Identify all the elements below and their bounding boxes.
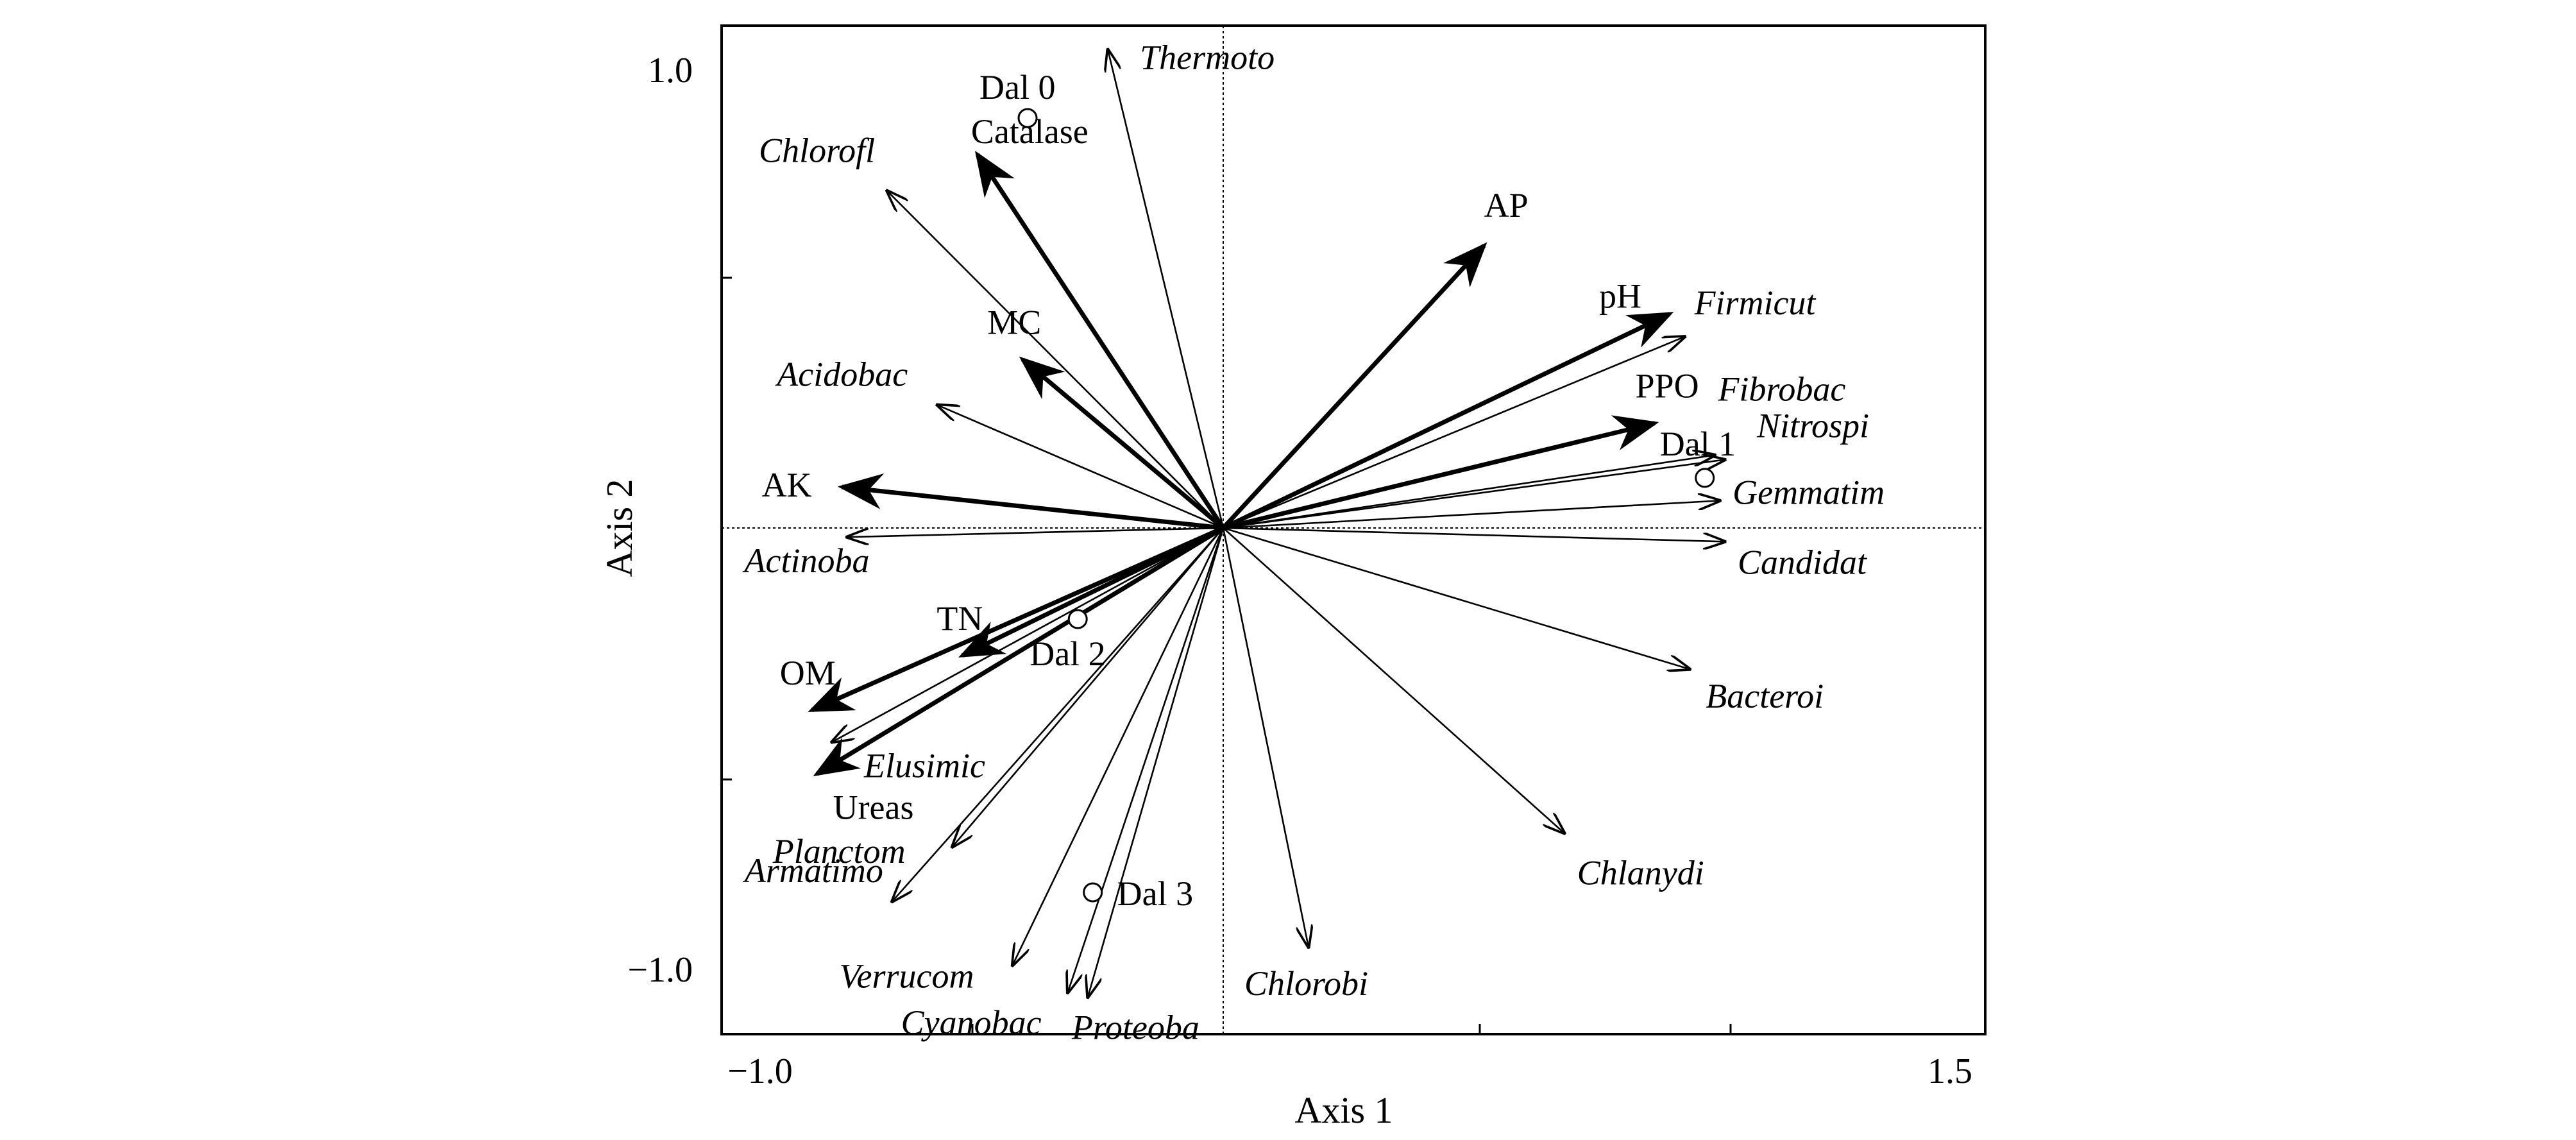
env-arrow-ppo	[1223, 415, 1659, 531]
sample-label-dal-2: Dal 2	[1030, 634, 1105, 673]
env-label-ppo: PPO	[1636, 367, 1699, 405]
species-arrow-fibrobac	[1223, 455, 1715, 529]
species-arrow-nitrospi	[1223, 460, 1725, 529]
env-arrow-mc	[1019, 356, 1225, 530]
env-arrow-om	[808, 525, 1224, 713]
species-label-planctom: Planctom	[772, 832, 906, 871]
species-label-candidat: Candidat	[1738, 543, 1868, 581]
species-arrow-verrucom	[1013, 527, 1224, 966]
species-label-acidobac: Acidobac	[775, 355, 908, 393]
species-arrow-firmicut	[1223, 337, 1684, 529]
env-arrow-ap	[1221, 242, 1487, 530]
species-label-fibrobac: Fibrobac	[1717, 370, 1845, 408]
env-label-ak: AK	[762, 466, 812, 504]
species-vectors: ThermotoChloroflAcidobacActinobaElusimic…	[743, 38, 1885, 1047]
sample-point-dal-3	[1083, 882, 1103, 903]
species-label-verrucom: Verrucom	[840, 957, 974, 996]
x-tick-label-left: −1.0	[727, 1051, 793, 1091]
species-arrow-chlorofl	[887, 191, 1224, 529]
species-label-chlorobi: Chlorobi	[1244, 964, 1368, 1003]
sample-point-dal-1	[1695, 468, 1715, 488]
species-label-elusimic: Elusimic	[863, 747, 985, 785]
samples: Dal 0 Dal 1 Dal 2 Dal 3	[979, 68, 1736, 913]
env-label-mc: MC	[987, 303, 1041, 341]
species-arrow-chlanydi	[1223, 527, 1564, 833]
species-arrow-candidat	[1223, 527, 1725, 541]
species-label-bacteroi: Bacteroi	[1706, 677, 1824, 715]
env-arrow-catalase	[974, 150, 1225, 529]
species-arrow-planctom	[953, 527, 1224, 847]
species-arrow-chlorobi	[1222, 527, 1309, 947]
species-arrow-thermoto	[1108, 50, 1224, 529]
env-label-ph: pH	[1599, 276, 1641, 315]
y-tick-label-bottom: −1.0	[627, 950, 693, 990]
sample-point-dal-2	[1067, 609, 1088, 629]
env-label-om: OM	[780, 654, 836, 692]
species-arrow-bacteroi	[1223, 527, 1690, 669]
species-label-actinoba: Actinoba	[743, 541, 870, 580]
species-label-cyanobac: Cyanobac	[901, 1003, 1042, 1042]
species-label-proteoba: Proteoba	[1071, 1008, 1199, 1046]
species-arrow-gemmatim	[1223, 500, 1720, 529]
env-arrow-ph	[1222, 312, 1674, 531]
plot-frame	[720, 24, 1987, 1035]
y-tick-label-top: 1.0	[648, 51, 693, 90]
sample-label-dal-3: Dal 3	[1117, 874, 1193, 913]
species-arrow-armatimo	[892, 527, 1224, 901]
species-arrow-elusimic	[832, 527, 1224, 742]
env-label-ureas: Ureas	[833, 788, 914, 826]
species-arrow-cyanobac	[1068, 527, 1224, 992]
sample-label-dal-0: Dal 0	[979, 68, 1055, 106]
sample-label-dal-1: Dal 1	[1660, 425, 1736, 463]
species-label-armatimo: Armatimo	[743, 851, 883, 890]
env-arrow-ak	[837, 473, 1224, 531]
species-label-nitrospi: Nitrospi	[1756, 407, 1869, 445]
species-arrow-actinoba	[847, 527, 1224, 537]
env-label-ap: AP	[1484, 186, 1529, 225]
species-label-firmicut: Firmicut	[1693, 284, 1817, 322]
env-arrow-ureas	[813, 526, 1224, 777]
env-label-tn: TN	[936, 599, 983, 638]
species-label-gemmatim: Gemmatim	[1733, 473, 1885, 511]
sample-point-dal-0	[1017, 108, 1038, 128]
species-label-chlanydi: Chlanydi	[1577, 854, 1704, 892]
species-arrow-proteoba	[1088, 527, 1224, 997]
x-axis-title: Axis 1	[1294, 1089, 1393, 1131]
y-axis-title: Axis 2	[598, 479, 640, 577]
species-label-chlorofl: Chlorofl	[759, 132, 875, 170]
species-arrow-acidobac	[937, 405, 1224, 529]
x-tick-label-right: 1.5	[1928, 1051, 1972, 1091]
species-label-thermoto: Thermoto	[1140, 38, 1275, 77]
